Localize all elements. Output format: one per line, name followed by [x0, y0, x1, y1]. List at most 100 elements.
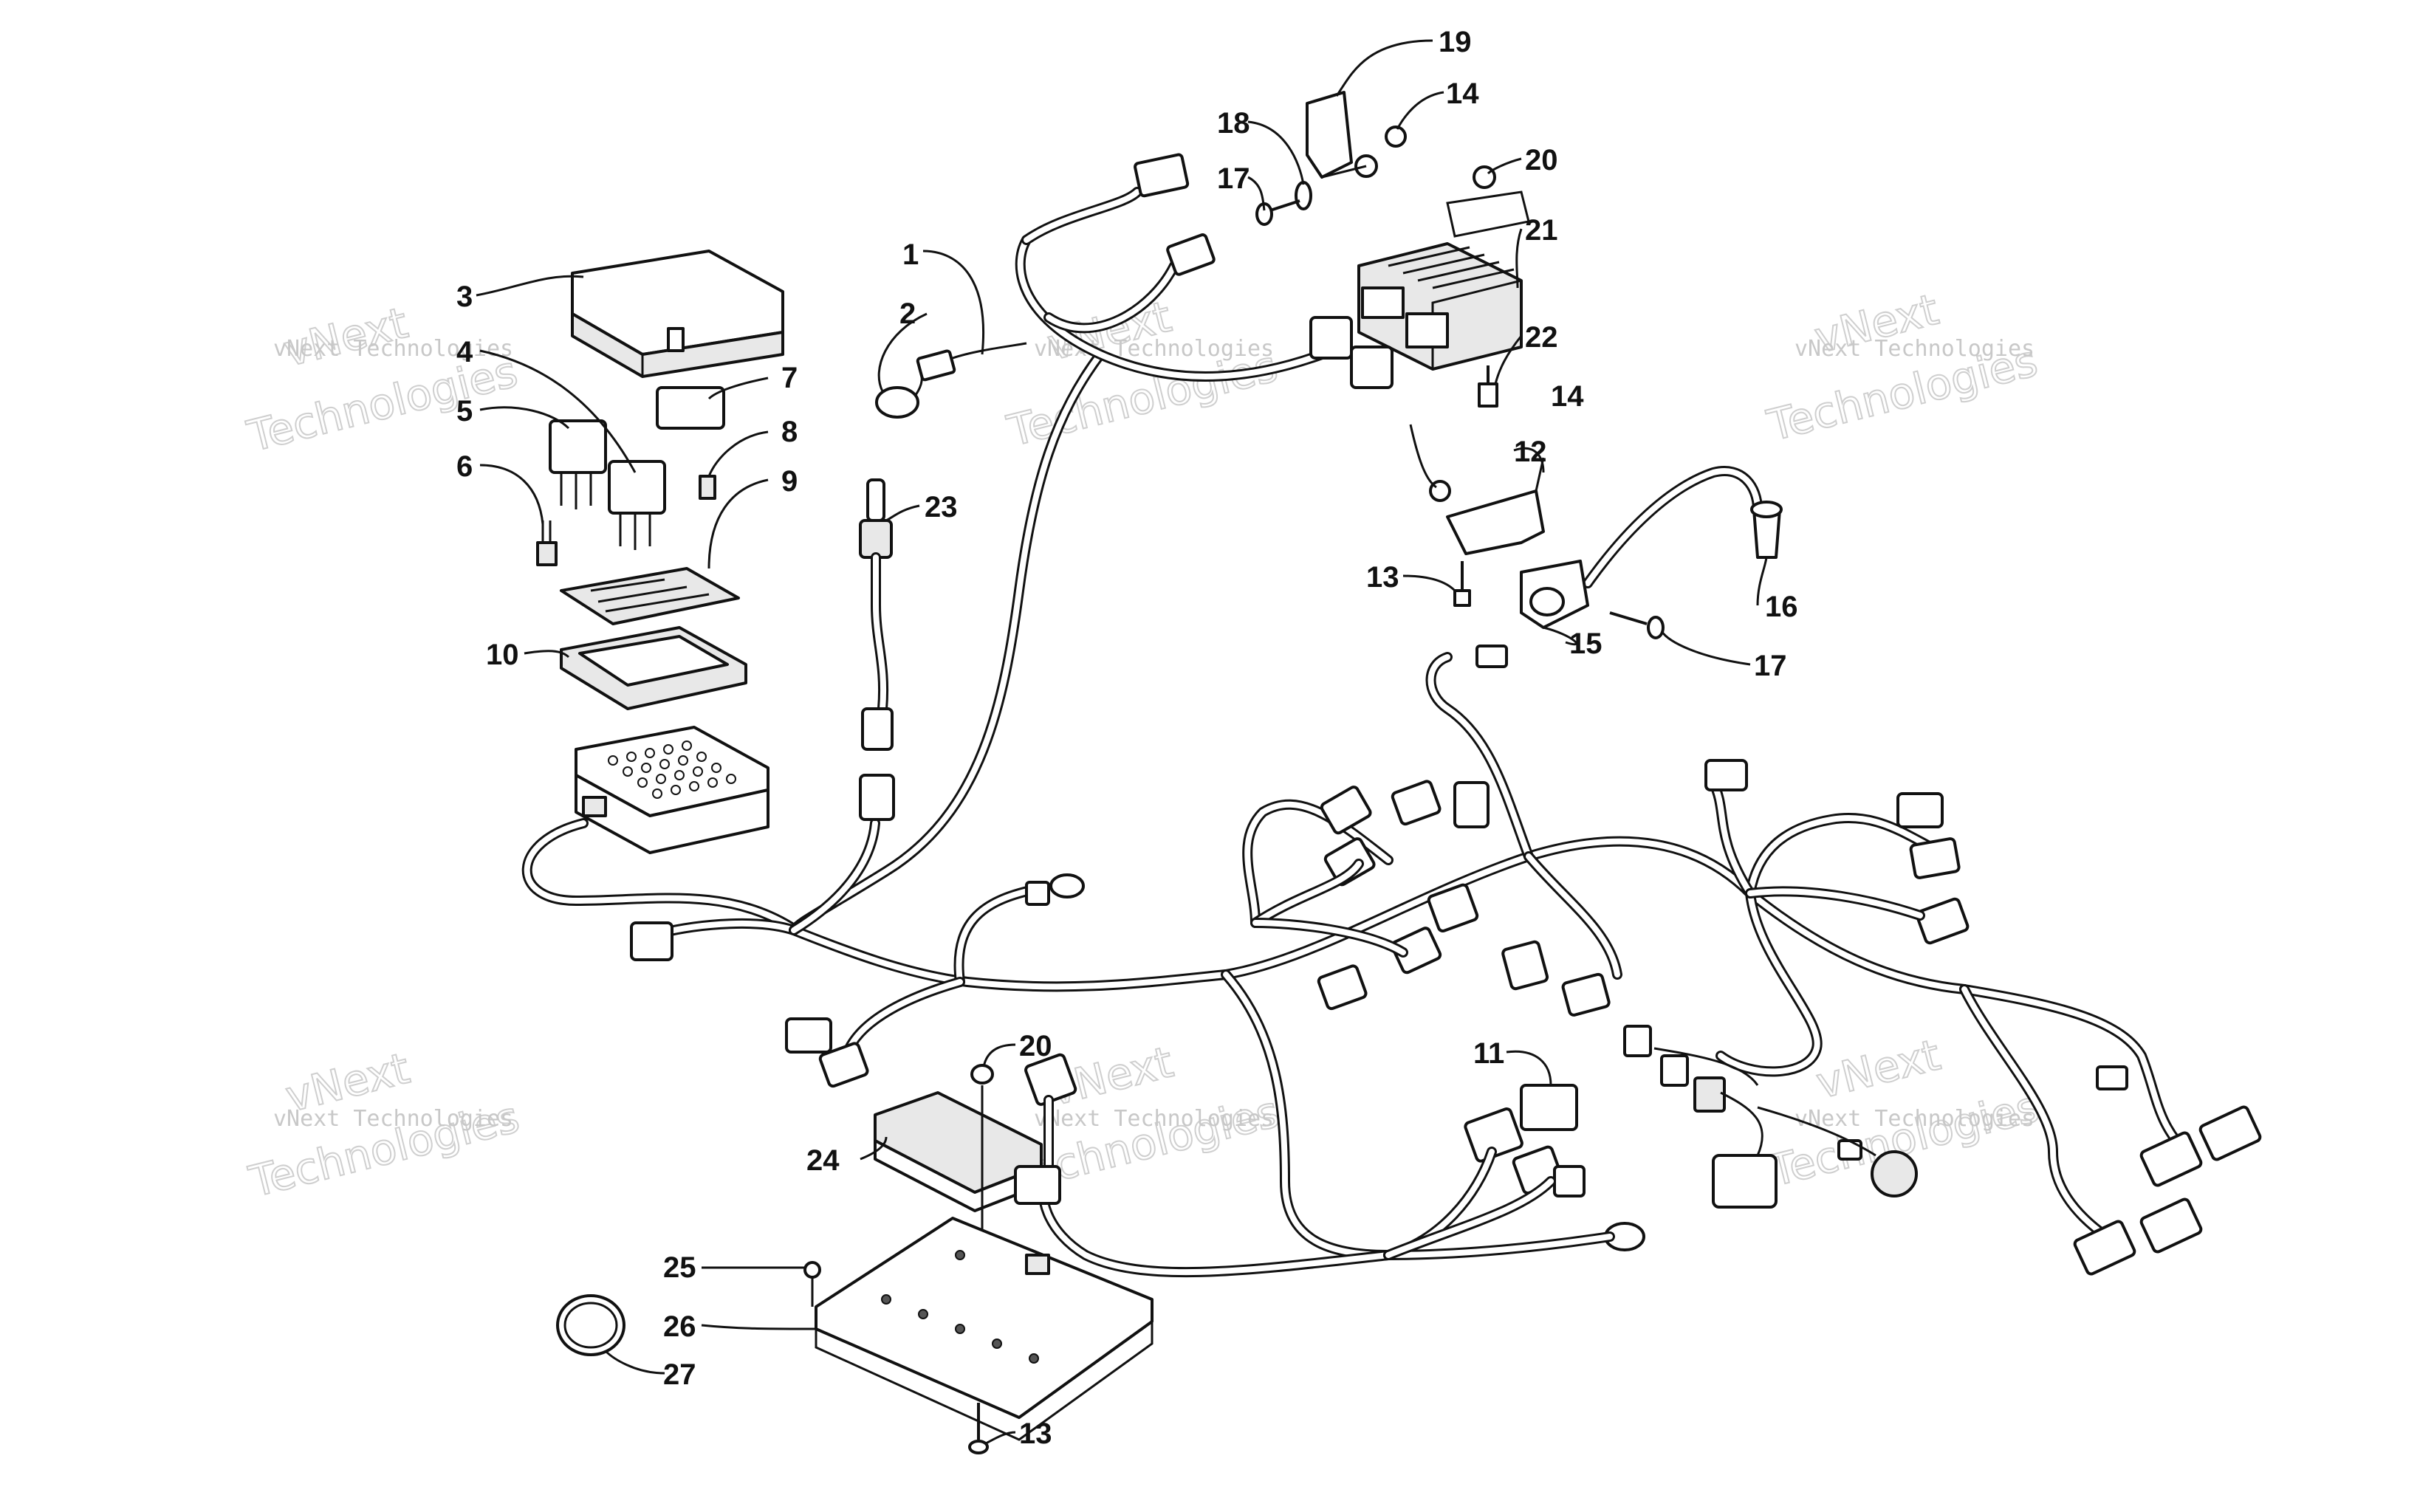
connector-body: [1896, 792, 1944, 828]
screw-head: [1478, 382, 1498, 408]
nut: [1385, 126, 1407, 148]
connector-cluster-left: [630, 873, 1085, 1088]
callout-20-top: 20: [1525, 144, 1558, 176]
connector-body: [2139, 1197, 2203, 1254]
connector-body: [1704, 759, 1748, 791]
callout-11: 11: [1473, 1037, 1504, 1070]
spark-plug-cap-16: [1750, 501, 1783, 559]
nut-20-top: [1446, 165, 1530, 238]
ecu-24: [874, 1091, 1061, 1212]
regulator-connector-b: [1350, 346, 1394, 389]
mounting-tray-26: [815, 1217, 1154, 1441]
callout-9: 9: [781, 465, 798, 498]
connector-body: [1391, 927, 1442, 975]
nut: [970, 1064, 994, 1085]
connector-cluster-upper-right: [1704, 759, 1970, 945]
callout-27: 27: [663, 1358, 696, 1391]
nut-20-lower: [970, 1064, 994, 1085]
connector-body: [1391, 780, 1442, 826]
connector-1: [916, 342, 1027, 382]
callout-2: 2: [899, 298, 916, 330]
regulator-plug-a: [1361, 286, 1405, 319]
harness-branch-lower-left: [844, 977, 965, 1054]
callout-13-mid: 13: [1366, 561, 1399, 594]
screw-22: [1478, 365, 1498, 408]
callout-10: 10: [486, 639, 519, 671]
callout-14-top: 14: [1446, 78, 1479, 110]
label-sheet: [560, 567, 740, 625]
screw-13-lower: [968, 1403, 989, 1454]
ecu-connector: [1014, 1165, 1061, 1205]
connector-body: [1350, 346, 1394, 389]
tray-plate: [815, 1217, 1154, 1419]
coil-connector: [1475, 645, 1508, 668]
callout-4: 4: [456, 336, 473, 368]
horn-button: [1871, 1150, 1918, 1197]
plug-cap-top: [1750, 501, 1783, 518]
leader-lines: [476, 39, 1768, 1445]
connector-body: [2198, 1105, 2262, 1161]
relay-large: [549, 419, 607, 509]
sensor-connector-female: [859, 774, 895, 821]
callout-19: 19: [1439, 26, 1472, 58]
regulator-body: [1357, 242, 1523, 371]
callout-15: 15: [1569, 628, 1603, 660]
fuse-body: [536, 541, 558, 566]
callout-26: 26: [663, 1310, 696, 1343]
screw-shaft: [1609, 611, 1648, 625]
ignition-coil-15: [1520, 560, 1589, 629]
connector-center-lower: [1024, 1053, 1077, 1172]
connector-cluster-lower-right: [1623, 1025, 1918, 1209]
connector-body: [1561, 972, 1611, 1017]
sensor-23: [859, 478, 895, 821]
maxi-fuse-body: [656, 386, 725, 430]
fuse-box-side: [575, 774, 769, 854]
connector-body: [1166, 233, 1216, 276]
watermark-caption: vNext Technologies: [1795, 1106, 2035, 1132]
callout-labels: 1 2 3 4 5 6 7 8 9 10 11 12 13 13 14 14 1…: [456, 26, 1798, 1450]
fuse-cover-latch: [667, 327, 685, 352]
gasket-inner: [578, 635, 729, 687]
connector-body: [785, 1017, 832, 1054]
relay-11: [1520, 1084, 1578, 1131]
nut-14-top: [1385, 126, 1407, 148]
maxi-fuse-7: [656, 386, 725, 430]
connector-top-b: [1166, 233, 1216, 276]
harness-branch-upper-right: [1745, 813, 1940, 898]
callout-5: 5: [456, 395, 473, 427]
sensor-19: [1306, 91, 1378, 179]
callout-25: 25: [663, 1251, 696, 1284]
callout-14-mid: 14: [1551, 380, 1584, 413]
callout-3: 3: [456, 281, 473, 313]
screw-head: [968, 1440, 989, 1454]
screw-head: [1453, 589, 1471, 607]
sensor-connector-male: [861, 707, 894, 751]
connector-body: [1909, 837, 1961, 879]
coil-boss: [1529, 587, 1565, 616]
watermark-small-text: vNext: [1811, 1029, 1945, 1108]
connector-body: [1553, 1165, 1586, 1197]
callout-13-lower: 13: [1019, 1418, 1052, 1450]
voltage-regulator-21: [1309, 242, 1523, 389]
sensor-hex: [859, 519, 893, 559]
connector-body: [1309, 316, 1353, 360]
fuse-box-base: [575, 726, 769, 854]
connector-small: [2096, 1065, 2128, 1090]
watermark-caption: vNext Technologies: [1795, 336, 2035, 362]
connector-small: [1660, 1054, 1689, 1087]
connector-large: [1712, 1154, 1778, 1209]
connector-body: [630, 921, 673, 961]
connector-body: [818, 1042, 869, 1088]
callout-17-mid: 17: [1754, 650, 1787, 682]
harness-branch-right-loop: [1715, 888, 1823, 1077]
connector-1-body: [916, 349, 956, 382]
callout-18: 18: [1217, 107, 1250, 140]
tray-clip: [1025, 1254, 1050, 1275]
harness-plug-lead: [1583, 466, 1763, 588]
connector-body: [1915, 897, 1970, 945]
washer: [1295, 181, 1312, 210]
regulator-connector-a: [1309, 316, 1353, 360]
fuse-box-gasket: [560, 626, 747, 710]
connector-tiny: [1837, 1139, 1862, 1161]
watermark-large-text: Technologies: [242, 346, 522, 461]
